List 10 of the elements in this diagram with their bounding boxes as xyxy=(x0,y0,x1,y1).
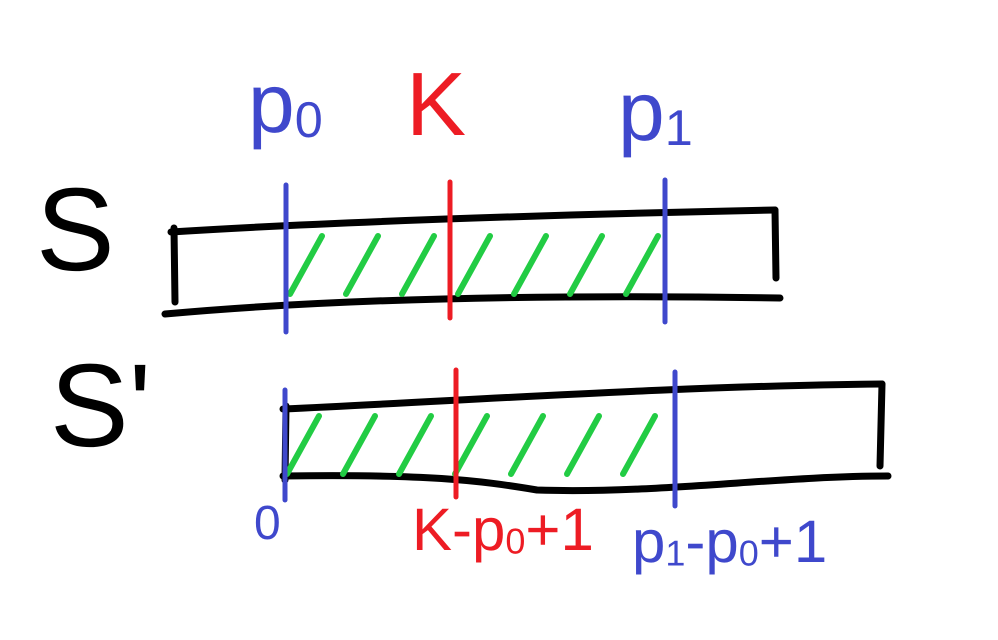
array-name: S' xyxy=(50,339,152,474)
array-bar xyxy=(280,380,892,494)
index-label: p$_{1}$-p$_{0}$+1 xyxy=(632,507,828,577)
index-label: p$_{0}$ xyxy=(248,55,323,152)
array-name: S xyxy=(36,163,115,298)
index-label: 0 xyxy=(254,496,281,552)
array-bar xyxy=(162,206,784,318)
index-label: K xyxy=(406,54,466,156)
index-label: p$_{1}$ xyxy=(618,63,693,160)
index-label: K-p$_{0}$+1 xyxy=(412,495,594,565)
